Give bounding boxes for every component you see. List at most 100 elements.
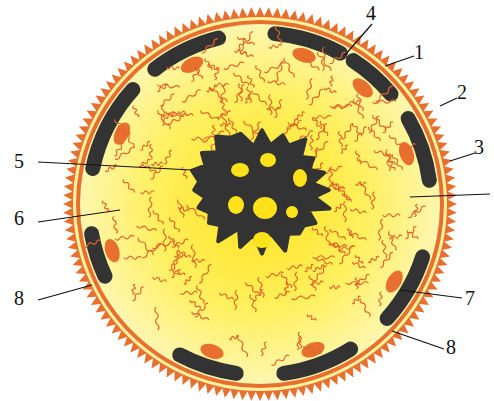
squiggle — [235, 84, 245, 102]
squiggle — [237, 37, 254, 45]
outer-rim — [73, 17, 447, 391]
squiggle — [200, 111, 219, 121]
squiggle — [271, 355, 289, 365]
squiggle — [275, 100, 283, 118]
squiggle — [237, 335, 247, 357]
squiggle — [148, 197, 152, 217]
squiggle — [266, 272, 284, 278]
squiggle — [352, 123, 361, 136]
leader-lines — [38, 24, 490, 349]
squiggle — [405, 227, 416, 239]
callout-number: 1 — [414, 42, 424, 62]
squiggle — [180, 291, 197, 294]
leader-line — [38, 210, 120, 222]
leader-line — [440, 98, 457, 106]
squiggle — [137, 226, 157, 231]
squiggle — [324, 166, 343, 173]
squiggle — [215, 67, 219, 80]
spike-ring — [63, 7, 457, 401]
orange-blob — [382, 268, 406, 296]
squiggle — [357, 94, 364, 111]
squiggle — [191, 68, 199, 81]
squiggle — [153, 277, 166, 282]
light-hole — [228, 196, 244, 214]
squiggle — [305, 264, 314, 271]
callout-number: 5 — [14, 151, 24, 171]
squiggle — [322, 47, 325, 71]
squiggle — [360, 159, 378, 170]
squiggle — [329, 52, 346, 63]
dark-patch — [180, 355, 236, 373]
squiggle — [373, 115, 386, 130]
squiggle — [153, 210, 163, 224]
squiggle — [313, 265, 325, 272]
squiggle — [294, 272, 298, 291]
squiggle — [339, 246, 353, 264]
orange-band — [76, 20, 444, 388]
squiggle — [330, 286, 340, 289]
squiggle — [269, 95, 272, 115]
light-hole — [286, 206, 298, 218]
squiggle — [248, 75, 255, 87]
squiggle — [165, 112, 188, 117]
squiggle — [173, 250, 180, 270]
callout-number: 8 — [446, 337, 456, 357]
squiggle — [152, 162, 163, 165]
squiggle — [155, 307, 159, 330]
light-hole — [231, 163, 249, 177]
squiggle — [276, 61, 284, 82]
squiggle — [246, 282, 260, 295]
squiggle — [138, 238, 153, 256]
squiggle — [179, 251, 190, 258]
squiggle — [341, 145, 348, 153]
leader-line — [345, 24, 372, 55]
light-hole — [253, 197, 277, 219]
squiggle — [175, 254, 185, 257]
squiggle — [414, 204, 418, 217]
squiggle — [220, 123, 231, 126]
orange-blob — [199, 341, 226, 362]
squiggle — [157, 84, 168, 92]
squiggle — [220, 293, 234, 300]
squiggle — [360, 299, 370, 317]
squiggle — [307, 315, 316, 321]
squiggle — [317, 259, 333, 265]
squiggle — [254, 290, 264, 301]
squiggle — [288, 122, 306, 130]
squiggle — [192, 312, 209, 321]
squiggle — [199, 264, 211, 283]
squiggle — [330, 76, 334, 86]
squiggle — [371, 192, 375, 209]
squiggle — [368, 256, 379, 262]
squiggle — [182, 167, 187, 178]
squiggle — [281, 274, 291, 288]
central-mass — [192, 130, 329, 253]
squiggle — [214, 83, 228, 86]
squiggle — [160, 94, 174, 106]
squiggle — [123, 179, 134, 192]
light-hole — [260, 153, 276, 167]
squiggle — [349, 232, 366, 240]
squiggle — [303, 57, 320, 71]
light-hole — [253, 232, 271, 248]
squiggle — [170, 217, 180, 232]
squiggle — [132, 287, 143, 300]
squiggle — [115, 235, 134, 240]
squiggle — [352, 296, 360, 304]
squiggle — [306, 79, 312, 100]
dark-patches — [92, 34, 430, 374]
squiggle — [217, 111, 230, 118]
squiggle — [124, 131, 134, 147]
squiggle — [369, 127, 381, 141]
squiggle — [350, 209, 366, 213]
squiggle — [296, 112, 305, 119]
squiggle — [261, 342, 267, 355]
squiggle — [360, 181, 370, 200]
squiggle — [355, 278, 358, 289]
squiggle — [380, 252, 393, 267]
squiggle — [376, 86, 393, 101]
squiggle — [329, 243, 347, 247]
leader-line — [385, 56, 414, 66]
leader-line — [410, 194, 490, 197]
callout-number: 2 — [457, 82, 467, 102]
